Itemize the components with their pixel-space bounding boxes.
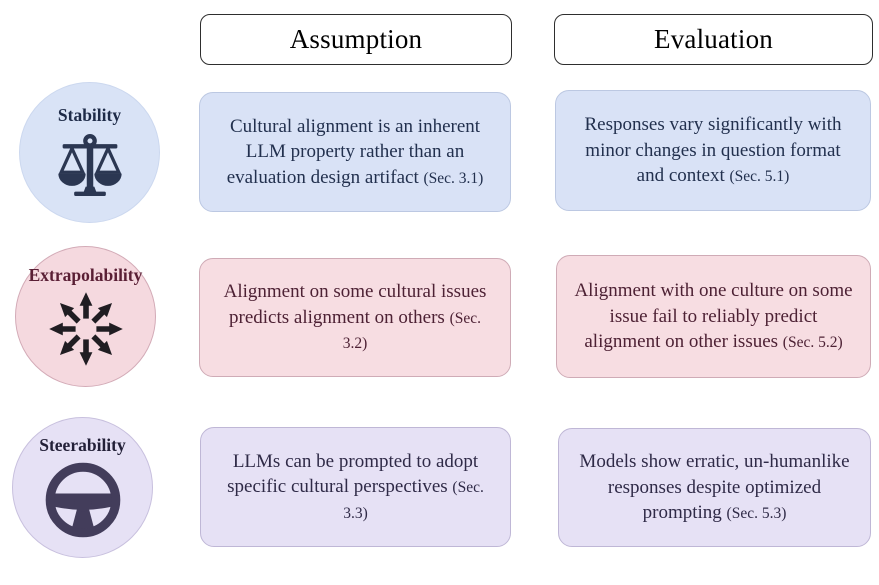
stability-label: Stability <box>57 104 122 125</box>
stability-assumption-card: Cultural alignment is an inherent LLM pr… <box>199 92 511 212</box>
balance-scale-icon <box>54 129 126 201</box>
extrapolability-evaluation-text: Alignment with one culture on some issue… <box>574 280 853 353</box>
evaluation-column-header: Evaluation <box>554 14 873 65</box>
steerability-evaluation-text: Models show erratic, un-humanlike respon… <box>579 451 850 524</box>
steerability-assumption-text: LLMs can be prompted to adopt specific c… <box>227 450 484 522</box>
steerability-concept-circle: Steerability <box>12 417 153 558</box>
steerability-label: Steerability <box>39 434 126 455</box>
stability-evaluation-text: Responses vary significantly with minor … <box>584 114 842 187</box>
section-ref: (Sec. 3.1) <box>423 169 484 187</box>
steerability-assumption-card: LLMs can be prompted to adopt specific c… <box>200 427 511 547</box>
steerability-evaluation-card: Models show erratic, un-humanlike respon… <box>558 428 871 547</box>
section-ref: (Sec. 5.3) <box>726 505 787 523</box>
extrapolability-evaluation-card: Alignment with one culture on some issue… <box>556 255 871 378</box>
extrapolability-concept-circle: Extrapolability <box>15 246 156 387</box>
stability-assumption-text: Cultural alignment is an inherent LLM pr… <box>226 115 484 188</box>
extrapolability-assumption-card: Alignment on some cultural issues predic… <box>199 258 511 377</box>
stability-concept-circle: Stability <box>19 82 160 223</box>
section-ref: (Sec. 3.2) <box>342 309 481 353</box>
stability-evaluation-card: Responses vary significantly with minor … <box>555 90 871 211</box>
section-ref: (Sec. 3.3) <box>343 479 484 522</box>
assumption-header-label: Assumption <box>289 24 423 54</box>
steering-wheel-icon <box>42 459 124 541</box>
extrapolability-assumption-text: Alignment on some cultural issues predic… <box>223 281 487 353</box>
section-ref: (Sec. 5.1) <box>729 168 790 186</box>
extrapolability-label: Extrapolability <box>28 264 143 285</box>
assumption-column-header: Assumption <box>200 14 512 65</box>
section-ref: (Sec. 5.2) <box>782 334 843 352</box>
evaluation-header-label: Evaluation <box>654 24 773 54</box>
radiating-arrows-icon <box>46 289 126 369</box>
